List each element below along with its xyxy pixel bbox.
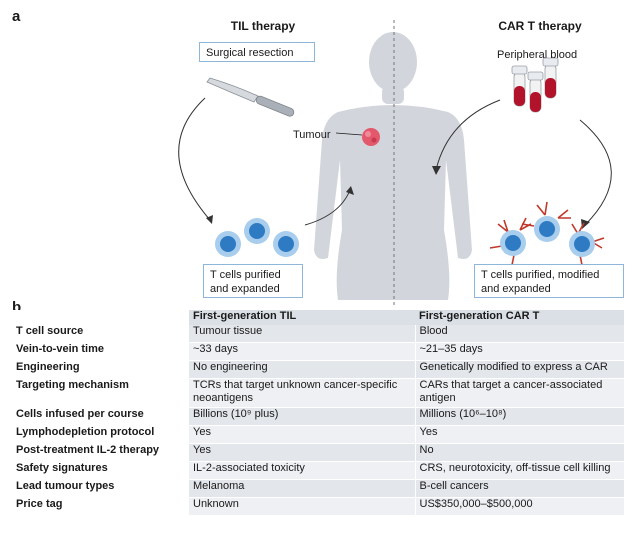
panel-a-label: a xyxy=(12,8,21,25)
header-car-t: First-generation CAR T xyxy=(415,310,624,325)
car-cell: US$350,000–$500,000 xyxy=(414,497,624,516)
car-cells-label: T cells purified, modified and expanded xyxy=(474,264,624,298)
til-cell: TCRs that target unknown cancer-specific… xyxy=(188,378,415,408)
row-label: Cells infused per course xyxy=(12,407,189,426)
table-row: Lymphodepletion protocol Yes Yes xyxy=(12,425,624,444)
tumour-icon xyxy=(362,128,380,146)
panel-b-label: b xyxy=(12,299,22,316)
til-cell: Billions (10⁹ plus) xyxy=(188,407,415,426)
til-cell: IL-2-associated toxicity xyxy=(188,461,415,480)
car-cell: Yes xyxy=(414,425,624,444)
car-cell: ~21–35 days xyxy=(414,342,624,361)
til-cell: Yes xyxy=(188,443,415,462)
row-label: Price tag xyxy=(12,497,189,516)
car-cell: CARs that target a cancer-associated ant… xyxy=(414,378,624,408)
til-cell: Melanoma xyxy=(188,479,415,498)
scalpel-icon xyxy=(206,77,295,117)
car-cell: Blood xyxy=(414,325,624,343)
table-row: Engineering No engineering Genetically m… xyxy=(12,360,624,379)
comparison-table: First-generation TIL First-generation CA… xyxy=(12,310,624,516)
car-t-therapy-title: CAR T therapy xyxy=(498,19,582,33)
til-cells-label: T cells purified and expanded xyxy=(203,264,303,298)
table-row: Post-treatment IL-2 therapy Yes No xyxy=(12,443,624,462)
til-cell: No engineering xyxy=(188,360,415,379)
car-cell: B-cell cancers xyxy=(414,479,624,498)
car-t-cell-icon xyxy=(489,201,605,266)
table-row: Targeting mechanism TCRs that target unk… xyxy=(12,378,624,408)
car-cell: No xyxy=(414,443,624,462)
til-cell: Unknown xyxy=(188,497,415,516)
car-cell: Millions (10⁶–10⁸) xyxy=(414,407,624,426)
table-row: Vein-to-vein time ~33 days ~21–35 days xyxy=(12,342,624,361)
table-row: Lead tumour types Melanoma B-cell cancer… xyxy=(12,479,624,498)
human-body-icon xyxy=(314,32,472,300)
til-cell: Tumour tissue xyxy=(188,325,415,343)
til-cell: ~33 days xyxy=(188,342,415,361)
row-label: Lymphodepletion protocol xyxy=(12,425,189,444)
row-label: Lead tumour types xyxy=(12,479,189,498)
table-row: Price tag Unknown US$350,000–$500,000 xyxy=(12,497,624,516)
header-blank xyxy=(12,310,189,325)
header-til: First-generation TIL xyxy=(188,310,415,325)
row-label: Vein-to-vein time xyxy=(12,342,189,361)
row-label: Targeting mechanism xyxy=(12,378,189,408)
table-row: Safety signatures IL-2-associated toxici… xyxy=(12,461,624,480)
table-row: Cells infused per course Billions (10⁹ p… xyxy=(12,407,624,426)
table-header-row: First-generation TIL First-generation CA… xyxy=(12,310,624,325)
table-row: T cell source Tumour tissue Blood xyxy=(12,325,624,343)
peripheral-blood-label: Peripheral blood xyxy=(497,49,578,61)
row-label: Engineering xyxy=(12,360,189,379)
car-cell: Genetically modified to express a CAR xyxy=(414,360,624,379)
row-label: T cell source xyxy=(12,325,189,343)
blood-tubes-icon xyxy=(511,57,559,113)
t-cell-icon xyxy=(215,218,299,257)
til-therapy-title: TIL therapy xyxy=(230,19,296,33)
tumour-label: Tumour xyxy=(293,129,331,141)
row-label: Safety signatures xyxy=(12,461,189,480)
surgical-resection-label: Surgical resection xyxy=(199,42,315,62)
car-cell: CRS, neurotoxicity, off-tissue cell kill… xyxy=(414,461,624,480)
panel-a-illustration xyxy=(178,20,612,305)
row-label: Post-treatment IL-2 therapy xyxy=(12,443,189,462)
til-cell: Yes xyxy=(188,425,415,444)
